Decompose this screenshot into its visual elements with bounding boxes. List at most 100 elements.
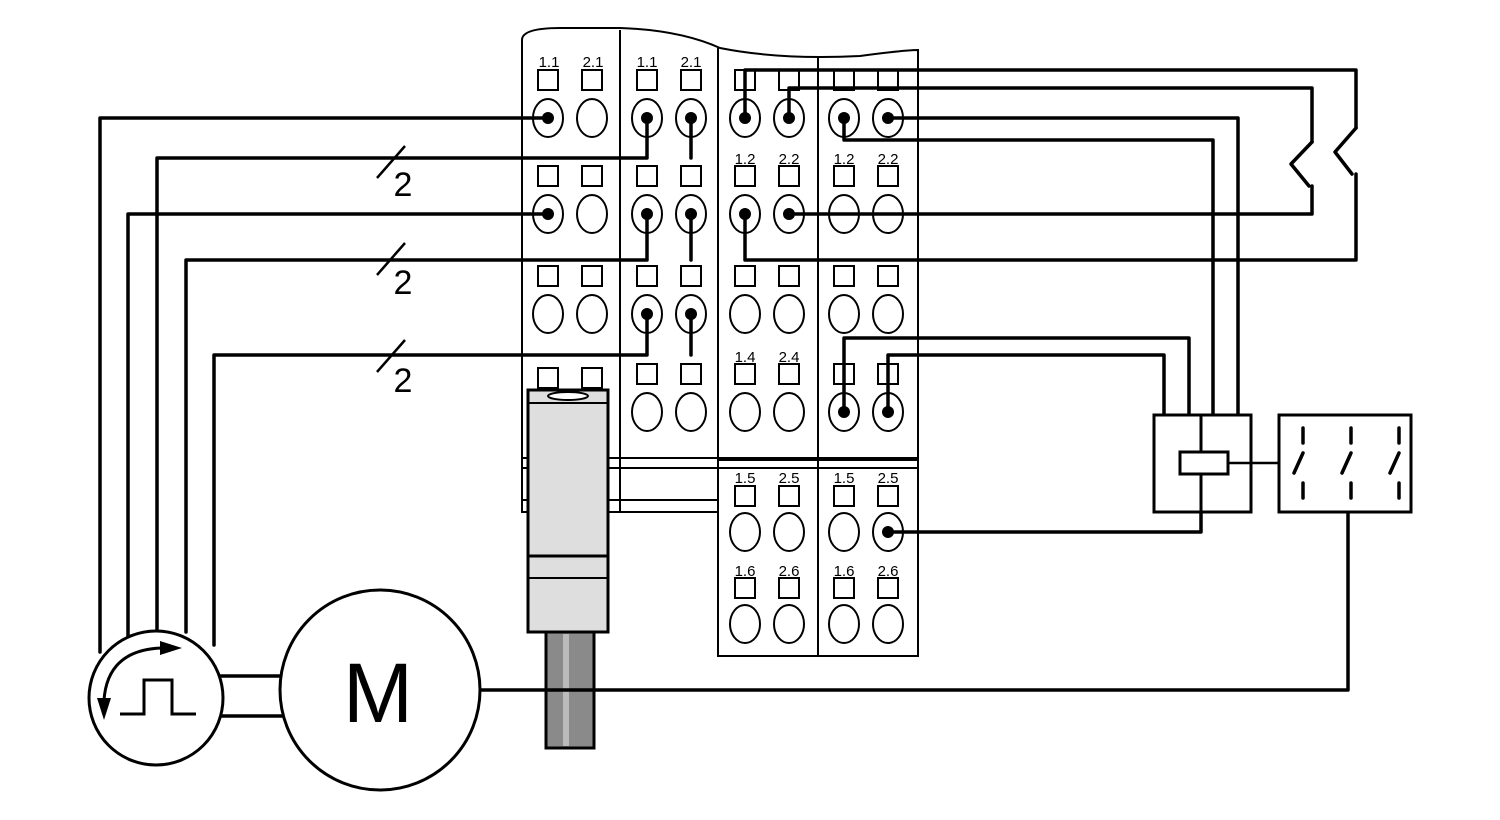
- terminal-square: [833, 265, 855, 287]
- wire-relay-1: [842, 116, 1215, 417]
- terminal-opening: [773, 604, 805, 644]
- terminal-opening: [631, 392, 663, 432]
- wire-encoder-1: [98, 116, 550, 654]
- terminal-square: [680, 265, 702, 287]
- terminal-square: [833, 485, 855, 507]
- terminal-square: [734, 265, 756, 287]
- label-m2-1-1: 1.1: [637, 54, 658, 71]
- terminal-square: [778, 165, 800, 187]
- terminal-screw: [739, 112, 751, 124]
- terminal-screw: [783, 112, 795, 124]
- terminal-square: [537, 165, 559, 187]
- terminal-square: [778, 485, 800, 507]
- encoder-body: [87, 629, 225, 767]
- terminal-square: [581, 165, 603, 187]
- terminal-opening: [828, 604, 860, 644]
- encoder: [87, 629, 225, 767]
- relay-coil: [1178, 450, 1230, 476]
- terminal-opening: [576, 294, 608, 334]
- terminal-square: [636, 69, 658, 91]
- terminal-square: [680, 363, 702, 385]
- terminal-square: [581, 367, 603, 389]
- terminal-screw: [739, 208, 751, 220]
- wire-relay-2: [886, 116, 1240, 417]
- terminal-square: [636, 165, 658, 187]
- label-m3-2-6: 2.6: [779, 563, 800, 580]
- label-m2-2-1: 2.1: [681, 54, 702, 71]
- wire-switch-top-2: [787, 86, 1314, 144]
- terminal-grid: [532, 69, 904, 644]
- plug-connector: [526, 388, 610, 750]
- label-m3-1-6: 1.6: [735, 563, 756, 580]
- label-m4-1-2: 1.2: [834, 151, 855, 168]
- terminal-screw: [838, 112, 850, 124]
- terminal-opening: [828, 294, 860, 334]
- terminal-square: [734, 165, 756, 187]
- terminal-opening: [576, 194, 608, 234]
- terminal-screw: [685, 208, 697, 220]
- terminal-square: [734, 485, 756, 507]
- wire-bus-1: [155, 116, 693, 634]
- terminal-opening: [729, 294, 761, 334]
- terminal-square: [877, 265, 899, 287]
- encoder-arrow-head-down: [97, 698, 111, 720]
- wire-relay-4: [886, 353, 1166, 417]
- terminal-square: [680, 69, 702, 91]
- terminal-square: [680, 165, 702, 187]
- terminal-square: [537, 265, 559, 287]
- motor-label: M: [343, 646, 413, 740]
- terminal-square: [734, 363, 756, 385]
- terminal-screw: [542, 208, 554, 220]
- wire-relay-5: [886, 510, 1203, 534]
- bus-count-3: 2: [394, 362, 413, 400]
- encoder-arrow-head-right: [160, 641, 182, 655]
- terminal-square: [537, 367, 559, 389]
- switch-contact-2: [1333, 126, 1358, 176]
- wire-switch-return-2: [743, 172, 1358, 262]
- terminal-opening: [675, 392, 707, 432]
- terminal-screw: [641, 308, 653, 320]
- bus-slash-2: [376, 242, 406, 276]
- label-m4-1-6: 1.6: [834, 563, 855, 580]
- label-m3-2-4: 2.4: [779, 349, 800, 366]
- bus-slash-1: [376, 145, 406, 179]
- contactor-unit: [1277, 413, 1413, 514]
- terminal-screw: [641, 112, 653, 124]
- wire-bus-2: [184, 212, 693, 634]
- terminal-square: [581, 69, 603, 91]
- bus-slash-3: [376, 339, 406, 373]
- terminal-screw: [882, 112, 894, 124]
- label-m3-1-2: 1.2: [735, 151, 756, 168]
- terminal-screw: [783, 208, 795, 220]
- encoder-pulse-icon: [120, 678, 196, 716]
- wire-relay-3: [842, 336, 1191, 417]
- wiring: 2 2 2: [98, 68, 1358, 718]
- wire-switch-return-1: [787, 184, 1314, 216]
- connector-latch: [547, 391, 589, 401]
- terminal-opening: [532, 294, 564, 334]
- label-m3-1-5: 1.5: [735, 470, 756, 487]
- terminal-screw: [542, 112, 554, 124]
- terminal-square: [833, 165, 855, 187]
- terminal-square: [581, 265, 603, 287]
- terminal-screw: [882, 406, 894, 418]
- motor: M: [278, 588, 482, 792]
- terminal-opening: [773, 512, 805, 552]
- terminal-square: [537, 69, 559, 91]
- terminal-opening: [729, 392, 761, 432]
- terminal-screw: [882, 526, 894, 538]
- terminal-square: [778, 577, 800, 599]
- terminal-opening: [729, 604, 761, 644]
- terminal-opening: [828, 512, 860, 552]
- terminal-screw: [685, 308, 697, 320]
- terminal-square: [877, 485, 899, 507]
- bus-count-1: 2: [394, 166, 413, 204]
- wire-switch-top-1: [743, 68, 1358, 130]
- terminal-square: [877, 577, 899, 599]
- wire-encoder-2: [126, 212, 550, 642]
- label-m4-2-6: 2.6: [878, 563, 899, 580]
- label-m4-2-2: 2.2: [878, 151, 899, 168]
- terminal-square: [734, 577, 756, 599]
- terminal-square: [877, 165, 899, 187]
